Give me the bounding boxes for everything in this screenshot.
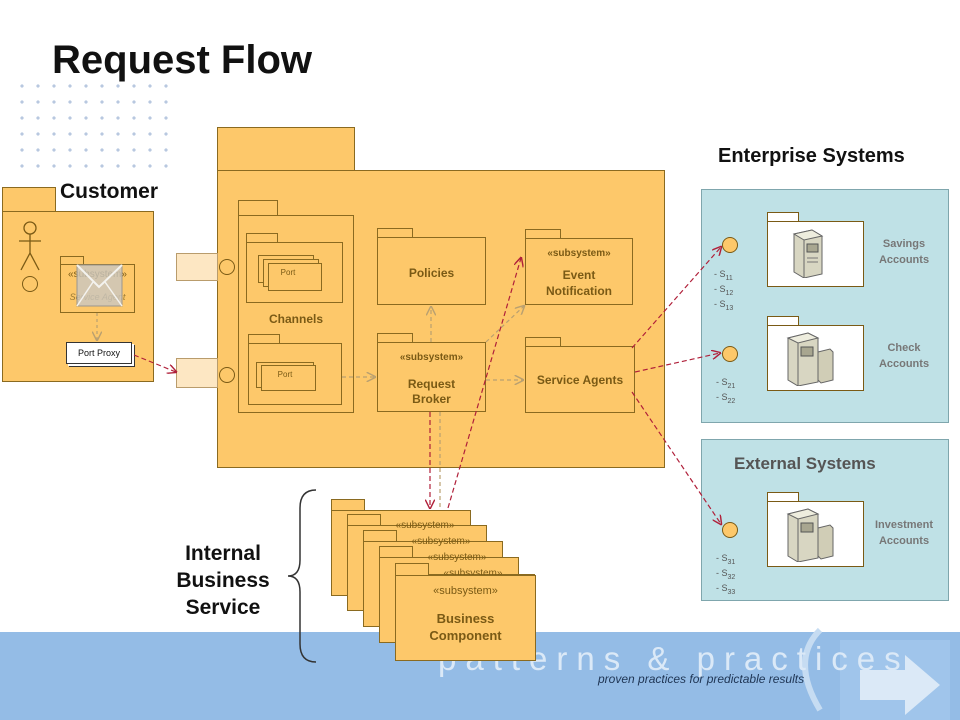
request-broker-line2: Broker: [412, 392, 451, 406]
port-top-label: Port: [280, 268, 296, 277]
channel-endpoint-top: [176, 253, 218, 281]
actor-icon: [19, 221, 41, 271]
investment-tab: [767, 492, 799, 502]
server-icon-savings: [792, 229, 824, 278]
business-component-line2: Component: [429, 628, 502, 643]
investment-line2: Accounts: [878, 535, 930, 547]
event-notification-line1: Event: [562, 268, 596, 282]
component-2-tab: [347, 514, 381, 526]
request-broker-line1: Request: [407, 377, 456, 391]
customer-label: Customer: [60, 180, 159, 203]
business-component[interactable]: [395, 575, 536, 661]
event-notification-line2: Notification: [546, 284, 612, 298]
event-notification[interactable]: [525, 238, 633, 305]
policies-tab: [377, 228, 413, 238]
channel-bottom-interface: [219, 367, 235, 383]
port-proxy-label: Port Proxy: [77, 348, 120, 358]
mainframe-icon-check: [786, 332, 834, 386]
policies-label: Policies: [408, 266, 455, 280]
component-3-tab: [363, 530, 397, 542]
enterprise-systems-label: Enterprise Systems: [718, 145, 905, 167]
business-component-stereotype: «subsystem»: [433, 585, 498, 597]
page-title: Request Flow: [52, 38, 313, 82]
grouping-brace: [287, 489, 317, 663]
service-agents-label: Service Agents: [536, 373, 624, 387]
component-3-stereotype: «subsystem»: [411, 536, 471, 547]
channels-tab: [238, 200, 278, 216]
port-proxy[interactable]: [66, 342, 132, 364]
mainframe-icon-investment: [786, 508, 834, 562]
event-notification-stereotype: «subsystem»: [547, 248, 611, 259]
investment-interface: [722, 522, 738, 538]
customer-package-tab: [2, 187, 56, 212]
component-2-stereotype: «subsystem»: [395, 520, 455, 531]
component-5-stereotype: «subsystem»: [443, 568, 503, 579]
customer-interface-circle: [22, 276, 38, 292]
check-items: - S21 - S22: [716, 377, 736, 405]
port-top[interactable]: [268, 263, 322, 291]
channels-label: Channels: [268, 312, 323, 326]
port-bottom[interactable]: [261, 365, 316, 391]
check-line2: Accounts: [878, 358, 930, 370]
brand-arrow-graphic: [802, 627, 950, 720]
request-broker-stereotype: «subsystem»: [399, 352, 464, 363]
savings-line1: Savings: [882, 238, 926, 250]
service-agents[interactable]: [525, 346, 635, 413]
request-broker-tab: [377, 333, 413, 343]
main-package-tab: [217, 127, 355, 171]
footer-tagline: proven practices for predictable results: [598, 672, 805, 686]
component-1-tab: [331, 499, 365, 511]
check-interface: [722, 346, 738, 362]
business-component-tab: [395, 563, 429, 575]
external-systems-label: External Systems: [734, 454, 876, 473]
channel-endpoint-bottom: [176, 358, 218, 388]
port-bottom-label: Port: [277, 370, 293, 379]
decorative-dot-grid: [14, 78, 174, 178]
channel-top-interface: [219, 259, 235, 275]
check-line1: Check: [887, 342, 921, 354]
internal-business-service-label: Internal Business Service: [176, 542, 270, 619]
check-tab: [767, 316, 799, 326]
channel-bottom-tab: [248, 334, 280, 344]
envelope-icon: [76, 264, 123, 307]
savings-line2: Accounts: [878, 254, 930, 266]
service-agent-tab: [60, 256, 84, 265]
investment-line1: Investment: [874, 519, 934, 531]
savings-tab: [767, 212, 799, 222]
channel-top-tab: [246, 233, 278, 243]
business-component-line1: Business: [436, 611, 495, 626]
savings-interface: [722, 237, 738, 253]
component-4-tab: [379, 546, 413, 558]
event-notification-tab: [525, 229, 561, 239]
component-4-stereotype: «subsystem»: [427, 552, 487, 563]
savings-items: - S11 - S12 - S13: [714, 269, 734, 312]
investment-items: - S31 - S32 - S33: [716, 553, 736, 596]
service-agents-tab: [525, 337, 561, 347]
